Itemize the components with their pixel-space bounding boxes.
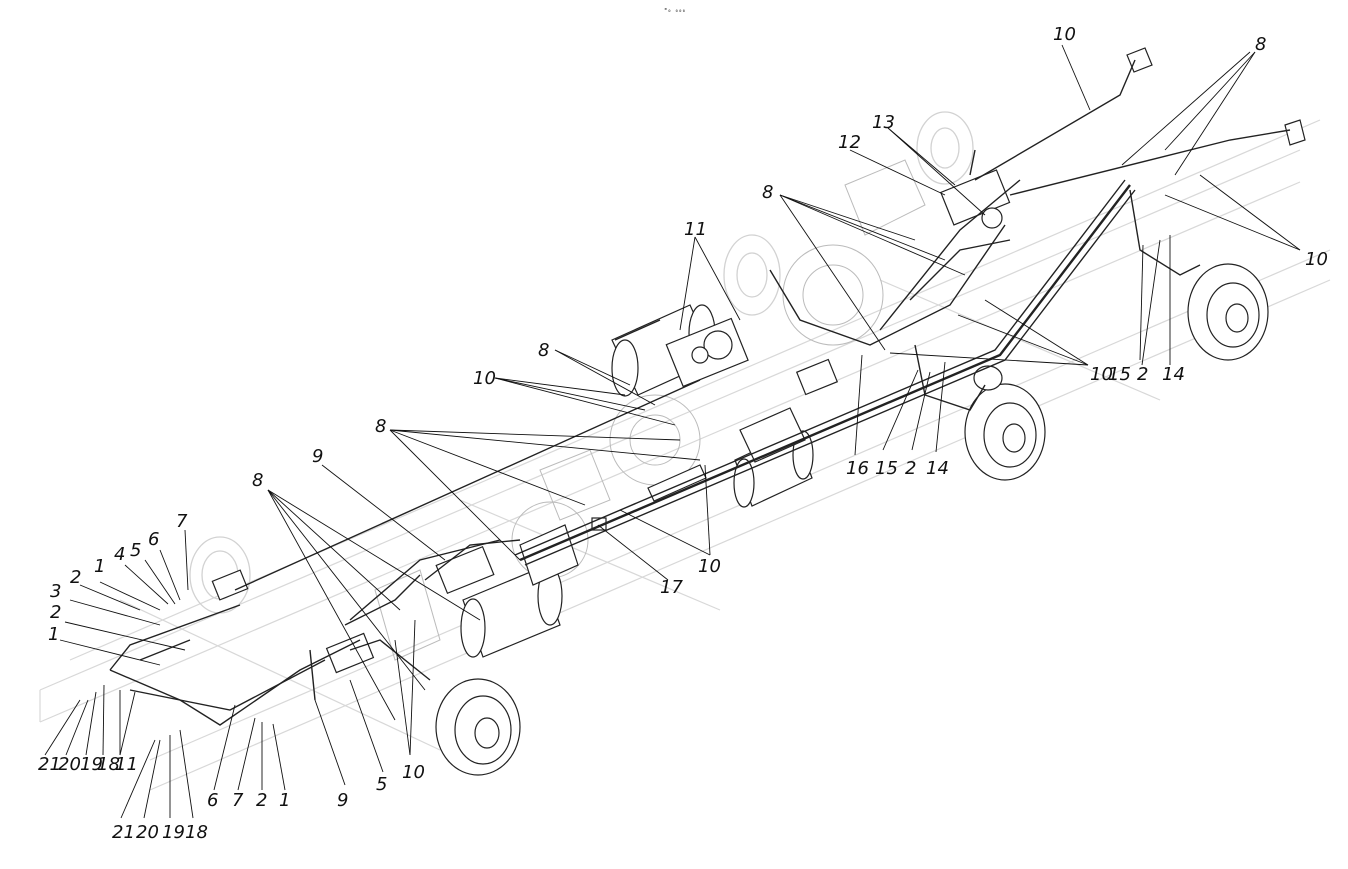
wheel-rear-right <box>1187 263 1269 361</box>
air-tank-middle-2 <box>739 407 806 463</box>
callout-12: 12 <box>838 132 861 153</box>
callout-17: 17 <box>660 577 683 598</box>
callout-1-bottom: 1 <box>279 790 290 811</box>
callout-8-middle: 8 <box>538 340 549 361</box>
callout-19-bottom: 19 <box>162 822 185 843</box>
callout-11-middle: 11 <box>684 219 707 240</box>
callout-6-top: 6 <box>148 529 159 550</box>
callout-2-middle: 2 <box>905 458 916 479</box>
drawing-code: ᵐ₀ ₀₀₀ <box>664 7 686 14</box>
callout-16: 16 <box>846 458 869 479</box>
central-valve-block <box>665 317 749 388</box>
callout-10-middle-left: 10 <box>473 368 496 389</box>
callout-5-top: 5 <box>130 540 141 561</box>
rear-valve-block <box>940 169 1011 229</box>
callout-8-upper-middle: 8 <box>762 182 773 203</box>
wheel-middle-left <box>723 234 781 316</box>
callout-8-left: 8 <box>252 470 263 491</box>
callout-5-bottom: 5 <box>376 774 387 795</box>
callout-14-middle: 14 <box>926 458 949 479</box>
callout-1-top: 1 <box>94 556 105 577</box>
callout-15-middle: 15 <box>875 458 898 479</box>
callout-18-left: 18 <box>97 754 120 775</box>
callout-10-middle-right: 10 <box>1090 364 1113 385</box>
callout-2-top: 2 <box>70 567 81 588</box>
callout-7-top: 7 <box>176 511 188 532</box>
relay-valve-middle <box>795 358 839 396</box>
leader-lines <box>44 44 1301 819</box>
brake-chamber-middle-right <box>973 365 1003 391</box>
callout-21-left: 21 <box>38 754 61 775</box>
callout-9-upper: 9 <box>312 446 323 467</box>
callout-20-left: 20 <box>58 754 81 775</box>
callout-21-bottom: 21 <box>112 822 135 843</box>
callout-1-left: 1 <box>48 624 59 645</box>
wheel-rear-left <box>916 111 974 185</box>
callout-10-top: 10 <box>1053 24 1076 45</box>
callout-3: 3 <box>50 581 61 602</box>
callout-15-right: 15 <box>1108 364 1131 385</box>
callout-19-left: 19 <box>80 754 103 775</box>
brake-chamber-rear-right <box>1284 119 1306 146</box>
callout-11-left: 11 <box>115 754 138 775</box>
callout-2-right: 2 <box>1137 364 1148 385</box>
callout-20-bottom: 20 <box>136 822 159 843</box>
callout-4: 4 <box>114 544 125 565</box>
callout-8-lower: 8 <box>375 416 386 437</box>
callout-18-bottom: 18 <box>185 822 208 843</box>
pipelines <box>109 59 1291 726</box>
callout-10-right: 10 <box>1305 249 1328 270</box>
air-tank-front-1 <box>460 566 563 658</box>
wheel-middle-right <box>964 383 1046 481</box>
callout-2-left: 2 <box>50 602 61 623</box>
callout-labels: 10 8 10 13 12 8 11 10 15 2 14 8 10 16 15… <box>38 24 1328 843</box>
brake-chamber-front-left <box>211 569 249 601</box>
callout-14-right: 14 <box>1162 364 1185 385</box>
callout-9-bottom: 9 <box>337 790 348 811</box>
callout-6-bottom: 6 <box>207 790 218 811</box>
callout-2-bottom: 2 <box>256 790 267 811</box>
callout-10-bottom: 10 <box>402 762 425 783</box>
wheel-front-right <box>435 678 521 776</box>
callout-8-top: 8 <box>1255 34 1266 55</box>
front-valve-block <box>325 545 495 674</box>
callout-7-bottom: 7 <box>232 790 244 811</box>
callout-13: 13 <box>872 112 895 133</box>
callout-10-lower-middle: 10 <box>698 556 721 577</box>
